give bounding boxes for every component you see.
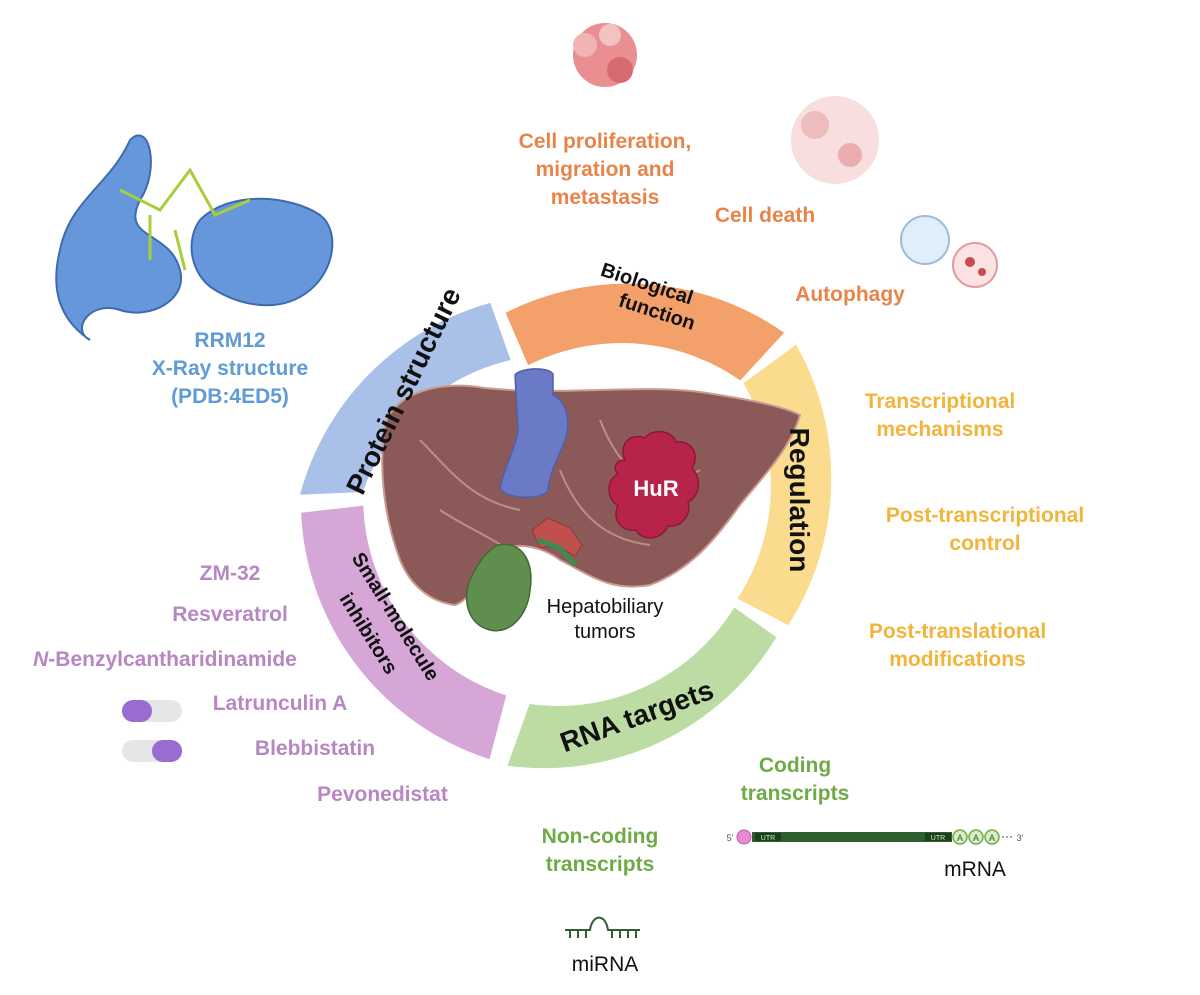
protein-ribbon-left — [55, 134, 183, 341]
inhibitor-resveratrol: Resveratrol — [172, 603, 288, 626]
transcriptional-line2: mechanisms — [876, 418, 1004, 441]
mirna-label: miRNA — [571, 953, 639, 976]
non-coding-transcripts-label: Non-coding transcripts — [520, 823, 680, 879]
utr-label-right: UTR — [931, 835, 945, 842]
utr-label-left: UTR — [761, 835, 775, 842]
inhibitor-benzyl-rest: -Benzylcantharidinamide — [48, 648, 297, 671]
post-transcriptional-line2: control — [949, 532, 1021, 555]
autophagy-illustration — [900, 215, 998, 288]
inhibitor-pevonedistat: Pevonedistat — [317, 783, 448, 806]
poly-a-2: A — [973, 833, 979, 843]
xray-label: X-Ray structure — [151, 357, 309, 380]
transcriptional-label: Transcriptional mechanisms — [830, 388, 1050, 444]
category-ring — [300, 283, 832, 769]
bile-duct — [537, 537, 577, 567]
inhibitor-latrunculin: Latrunculin A — [212, 692, 348, 715]
coding-transcripts-label: Coding transcripts — [720, 752, 870, 808]
pdb-label: (PDB:4ED5) — [171, 385, 289, 408]
transcriptional-line1: Transcriptional — [864, 390, 1016, 413]
liver-shape — [381, 384, 802, 607]
mrna-three-prime: 3' — [1017, 833, 1024, 843]
mirna-schematic — [565, 916, 640, 938]
mrna-five-prime: 5' — [727, 833, 734, 843]
tumor-label: Hepatobiliary tumors — [535, 595, 675, 645]
portal-vessels — [531, 517, 583, 557]
gallbladder — [465, 543, 532, 632]
tumor-cells-illustration — [573, 23, 637, 87]
pills-illustration — [122, 700, 182, 762]
post-translational-line1: Post-translational — [868, 620, 1047, 643]
hur-label: HuR — [633, 476, 678, 501]
tumor-label-line1: Hepatobiliary — [546, 596, 664, 618]
inhibitor-blebbistatin: Blebbistatin — [254, 737, 376, 760]
mrna-label: mRNA — [944, 858, 1006, 881]
cell-death-label: Cell death — [714, 204, 816, 227]
segment-biological-function — [505, 283, 785, 381]
non-coding-transcripts-line2: transcripts — [545, 853, 655, 876]
tumor-label-line2: tumors — [574, 621, 636, 643]
post-translational-label: Post-translational modifications — [835, 618, 1080, 674]
coding-transcripts-line2: transcripts — [740, 782, 850, 805]
liver-illustration — [381, 368, 802, 632]
coding-transcripts-line1: Coding — [758, 754, 832, 777]
poly-a-3: A — [989, 833, 995, 843]
cell-proliferation-line3: metastasis — [550, 186, 660, 209]
cell-death-illustration — [791, 96, 879, 184]
segment-rna-targets — [507, 607, 777, 769]
segment-small-molecule-inhibitors — [301, 505, 507, 760]
non-coding-transcripts-line1: Non-coding — [541, 825, 659, 848]
protein-structure-illustration — [55, 134, 334, 341]
post-transcriptional-label: Post-transcriptional control — [855, 502, 1115, 558]
rrm-label: RRM12 — [194, 329, 266, 352]
inhibitor-benzylcantharidinamide: N-Benzylcantharidinamide — [5, 646, 325, 674]
inhibitor-benzyl-prefix: N — [33, 648, 49, 671]
inhibitor-zm32: ZM-32 — [199, 562, 261, 585]
segment-label-regulation: Regulation — [784, 428, 815, 573]
cell-proliferation-line2: migration and — [535, 158, 675, 181]
protein-ribbon-right — [190, 197, 334, 307]
cell-proliferation-line1: Cell proliferation, — [518, 130, 692, 153]
poly-a-1: A — [957, 833, 963, 843]
hur-protein-blob — [608, 430, 700, 539]
autophagy-label: Autophagy — [795, 283, 905, 306]
cell-proliferation-label: Cell proliferation, migration and metast… — [480, 128, 730, 212]
protein-structure-caption: RRM12 X-Ray structure (PDB:4ED5) — [125, 327, 335, 411]
mrna-schematic — [736, 829, 1012, 845]
post-transcriptional-line1: Post-transcriptional — [885, 504, 1085, 527]
post-translational-line2: modifications — [889, 648, 1026, 671]
vena-cava — [499, 368, 569, 498]
rna-strand — [119, 167, 251, 271]
